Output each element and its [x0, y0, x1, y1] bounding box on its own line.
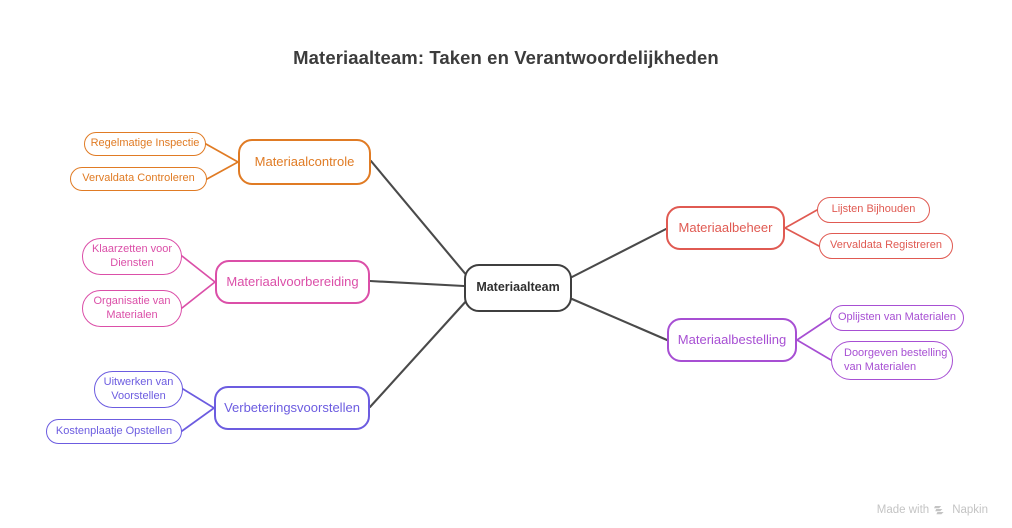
branch-node-materiaalbestelling[interactable]: Materiaalbestelling: [667, 318, 797, 362]
leaf-node-vervaldata-controleren-label: Vervaldata Controleren: [82, 172, 195, 185]
leaf-node-klaarzetten-voor-diensten[interactable]: Klaarzetten voor Diensten: [82, 238, 182, 275]
leaf-node-klaarzetten-voor-diensten-label: Klaarzetten voor Diensten: [91, 243, 173, 269]
napkin-chevrons-icon: [934, 504, 947, 516]
branch-node-materiaalvoorbereiding[interactable]: Materiaalvoorbereiding: [215, 260, 370, 304]
edge-materiaalvoorbereiding-klaarzetten: [181, 255, 216, 283]
leaf-node-uitwerken-van-voorstellen-label: Uitwerken van Voorstellen: [103, 376, 174, 402]
branch-node-materiaalcontrole[interactable]: Materiaalcontrole: [238, 139, 371, 185]
edge-root-materiaalbestelling: [570, 297, 669, 342]
footer-attribution: Made with Napkin: [877, 504, 988, 516]
leaf-node-oplijsten-van-materialen-label: Oplijsten van Materialen: [837, 311, 956, 324]
edge-root-materiaalvoorbereiding: [368, 279, 466, 288]
branch-node-materiaalvoorbereiding-label: Materiaalvoorbereiding: [226, 274, 359, 290]
branch-node-materiaalbestelling-label: Materiaalbestelling: [677, 332, 787, 348]
leaf-node-vervaldata-registreren[interactable]: Vervaldata Registreren: [819, 233, 953, 259]
leaf-node-kostenplaatje-opstellen-label: Kostenplaatje Opstellen: [55, 424, 173, 437]
edge-materiaalvoorbereiding-organisatie: [181, 281, 216, 309]
leaf-node-organisatie-van-materialen-label: Organisatie van Materialen: [93, 295, 171, 321]
leaf-node-vervaldata-controleren[interactable]: Vervaldata Controleren: [70, 167, 207, 191]
branch-node-materiaalbeheer[interactable]: Materiaalbeheer: [666, 206, 785, 250]
leaf-node-uitwerken-van-voorstellen[interactable]: Uitwerken van Voorstellen: [94, 371, 183, 408]
leaf-node-doorgeven-bestelling-van-materialen-label: Doorgeven bestelling van Materialen: [844, 347, 948, 373]
edge-root-materiaalbeheer: [570, 227, 668, 279]
edge-verbeteringsvoorstellen-uitwerken: [182, 388, 215, 409]
root-node-materiaalteam[interactable]: Materiaalteam: [464, 264, 572, 312]
leaf-node-vervaldata-registreren-label: Vervaldata Registreren: [830, 239, 942, 252]
leaf-node-doorgeven-bestelling-van-materialen[interactable]: Doorgeven bestelling van Materialen: [831, 341, 953, 380]
leaf-node-kostenplaatje-opstellen[interactable]: Kostenplaatje Opstellen: [46, 419, 182, 444]
edge-materiaalbestelling-doorgeven: [796, 339, 832, 361]
branch-node-verbeteringsvoorstellen-label: Verbeteringsvoorstellen: [224, 400, 360, 416]
leaf-node-organisatie-van-materialen[interactable]: Organisatie van Materialen: [82, 290, 182, 327]
leaf-node-lijsten-bijhouden-label: Lijsten Bijhouden: [831, 203, 916, 216]
branch-node-materiaalbeheer-label: Materiaalbeheer: [678, 220, 773, 236]
footer-brand-label: Napkin: [952, 504, 988, 516]
branch-node-verbeteringsvoorstellen[interactable]: Verbeteringsvoorstellen: [214, 386, 370, 430]
edge-materiaalbeheer-vervaldata: [784, 227, 820, 247]
edge-materiaalbestelling-oplijsten: [796, 317, 831, 341]
edge-materiaalbeheer-lijsten: [784, 209, 818, 229]
edge-root-materiaalcontrole: [369, 159, 470, 279]
leaf-node-regelmatige-inspectie-label: Regelmatige Inspectie: [90, 137, 200, 150]
edge-root-verbeteringsvoorstellen: [368, 297, 470, 409]
edge-verbeteringsvoorstellen-kostenplaatje: [181, 407, 215, 432]
branch-node-materiaalcontrole-label: Materiaalcontrole: [254, 154, 355, 170]
root-node-materiaalteam-label: Materiaalteam: [476, 280, 560, 295]
leaf-node-lijsten-bijhouden[interactable]: Lijsten Bijhouden: [817, 197, 930, 223]
leaf-node-oplijsten-van-materialen[interactable]: Oplijsten van Materialen: [830, 305, 964, 331]
edge-materiaalcontrole-vervaldata-controleren: [206, 161, 239, 180]
page-title: Materiaalteam: Taken en Verantwoordelijk…: [293, 47, 719, 68]
leaf-node-regelmatige-inspectie[interactable]: Regelmatige Inspectie: [84, 132, 206, 156]
footer-made-with-label: Made with: [876, 504, 930, 516]
edge-materiaalcontrole-regelmatige-inspectie: [205, 143, 239, 163]
